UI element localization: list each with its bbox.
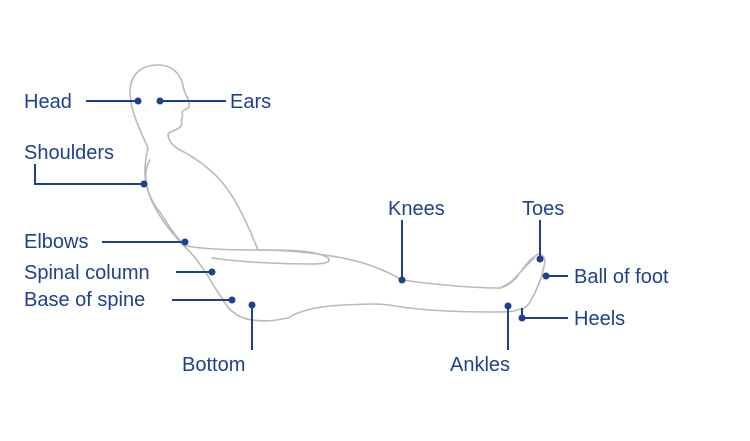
foot-outline [499,257,535,289]
toes-dot [536,255,544,263]
shoulders-dot [140,180,148,188]
label-base-of-spine: Base of spine [24,289,145,311]
label-toes: Toes [522,198,564,220]
back-outline [144,147,289,322]
bottom-dot [248,301,256,309]
shoulders-leader [34,164,144,185]
label-spinal-column: Spinal column [24,262,150,284]
head-dot [134,97,142,105]
knees-dot [398,276,406,284]
label-heels: Heels [574,308,625,330]
chest-outline [179,149,259,251]
seated-figure-outline [129,64,546,322]
heels-dot [518,314,526,322]
label-ears: Ears [230,91,271,113]
leg-top-outline [257,249,546,311]
ears-dot [156,97,164,105]
head-outline [129,64,191,151]
leg-underside-outline [287,303,521,319]
label-knees: Knees [388,198,445,220]
base-of-spine-dot [228,296,236,304]
label-bottom: Bottom [182,354,245,376]
ankles-dot [504,302,512,310]
label-elbows: Elbows [24,231,88,253]
leader-lines [34,100,568,350]
label-ankles: Ankles [450,354,510,376]
heels-leader [521,308,568,319]
label-shoulders: Shoulders [24,142,114,164]
labels: Head Ears Shoulders Elbows Spinal column… [24,91,669,376]
spinal-column-dot [208,268,216,276]
arm-outline [145,159,330,265]
elbows-dot [181,238,189,246]
label-ball-of-foot: Ball of foot [574,266,669,288]
marker-dots [134,97,550,322]
label-head: Head [24,91,72,113]
ball-of-foot-dot [542,272,550,280]
